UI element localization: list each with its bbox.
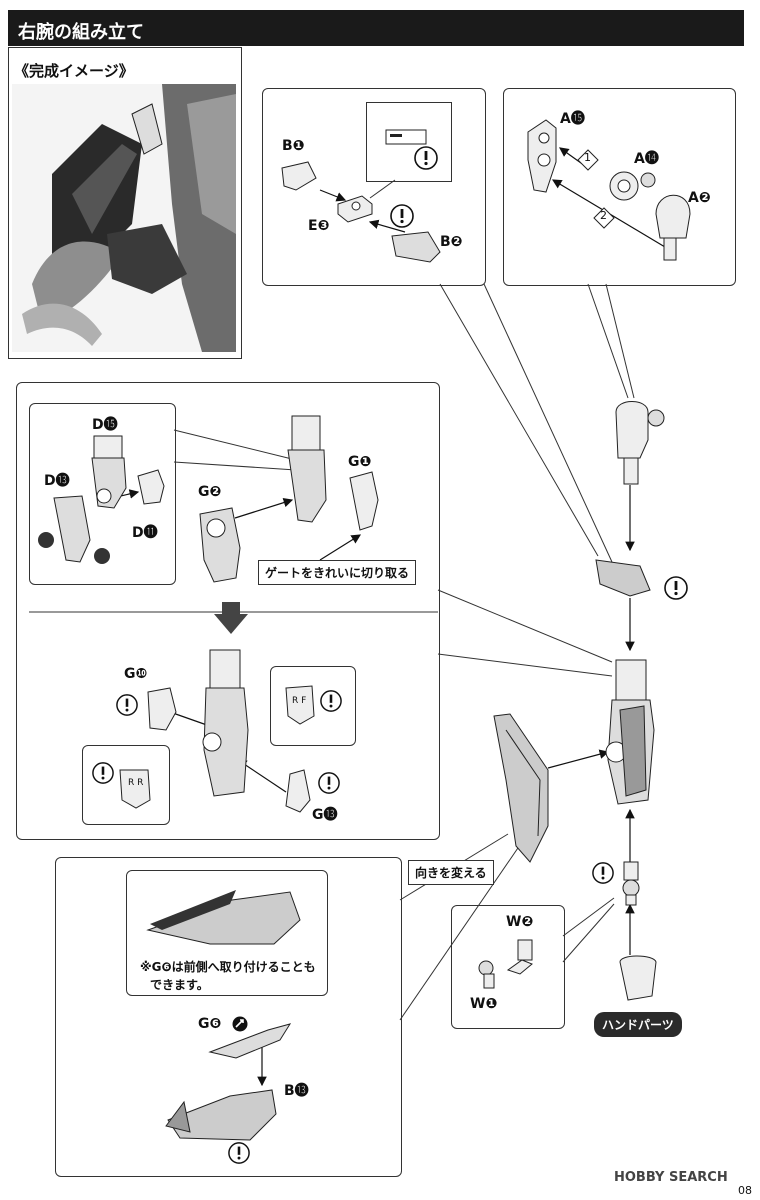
g6-note-line1: ※G❻は前側へ取り付けることも [140, 960, 316, 974]
preview-label: 《完成イメージ》 [14, 62, 134, 80]
part-label-d15: D⓯ [92, 417, 118, 433]
part-label-e3: E❸ [308, 218, 330, 234]
callout-hand-parts: ハンドパーツ [594, 1012, 682, 1037]
preview-image [12, 84, 236, 352]
exclamation-circle-icon [592, 862, 614, 888]
part-label-b2: B❷ [440, 234, 463, 250]
exclamation-circle-icon [228, 1142, 250, 1168]
part-label-g2: G❷ [198, 484, 222, 500]
header-bar [8, 10, 744, 46]
step-marker-2: 2 [600, 209, 607, 222]
part-label-a15: A⓯ [560, 111, 585, 127]
part-label-b1: B❶ [282, 138, 305, 154]
exclamation-circle-icon [116, 694, 138, 720]
exclamation-circle-icon [664, 576, 688, 604]
part-label-a14: A⓮ [634, 151, 659, 167]
part-label-g1: G❶ [348, 454, 372, 470]
part-label-w1: W❶ [470, 996, 498, 1012]
watermark: HOBBY SEARCH [614, 1170, 728, 1185]
page-title: 右腕の組み立て [18, 22, 144, 43]
exclamation-circle-icon [320, 690, 342, 716]
cut-mark-icon [232, 1016, 248, 1036]
part-label-g13: G⓭ [312, 807, 338, 823]
part-label-b13: B⓭ [284, 1083, 309, 1099]
block-arrow-down-icon [214, 602, 248, 634]
part-label-g6: G❻ [198, 1016, 222, 1032]
exclamation-circle-icon [92, 762, 114, 788]
g6-note-line2: できます。 [150, 978, 209, 992]
part-label-d13: D⓭ [44, 473, 70, 489]
part-label-g10: G❿ [124, 666, 148, 682]
panel-w-parts [451, 905, 565, 1029]
stamp-rr: R R [128, 778, 144, 788]
stamp-rf: R F [292, 696, 307, 706]
page-number: 08 [738, 1184, 752, 1197]
exclamation-circle-icon [390, 204, 414, 232]
callout-change-direction: 向きを変える [408, 860, 494, 885]
step-marker-1: 1 [584, 151, 591, 164]
part-label-a2: A❷ [688, 190, 711, 206]
exclamation-circle-icon [414, 146, 438, 174]
part-label-w2: W❷ [506, 914, 534, 930]
part-label-d11: D⓫ [132, 525, 158, 541]
callout-gate-cut: ゲートをきれいに切り取る [258, 560, 417, 585]
exclamation-circle-icon [318, 772, 340, 798]
